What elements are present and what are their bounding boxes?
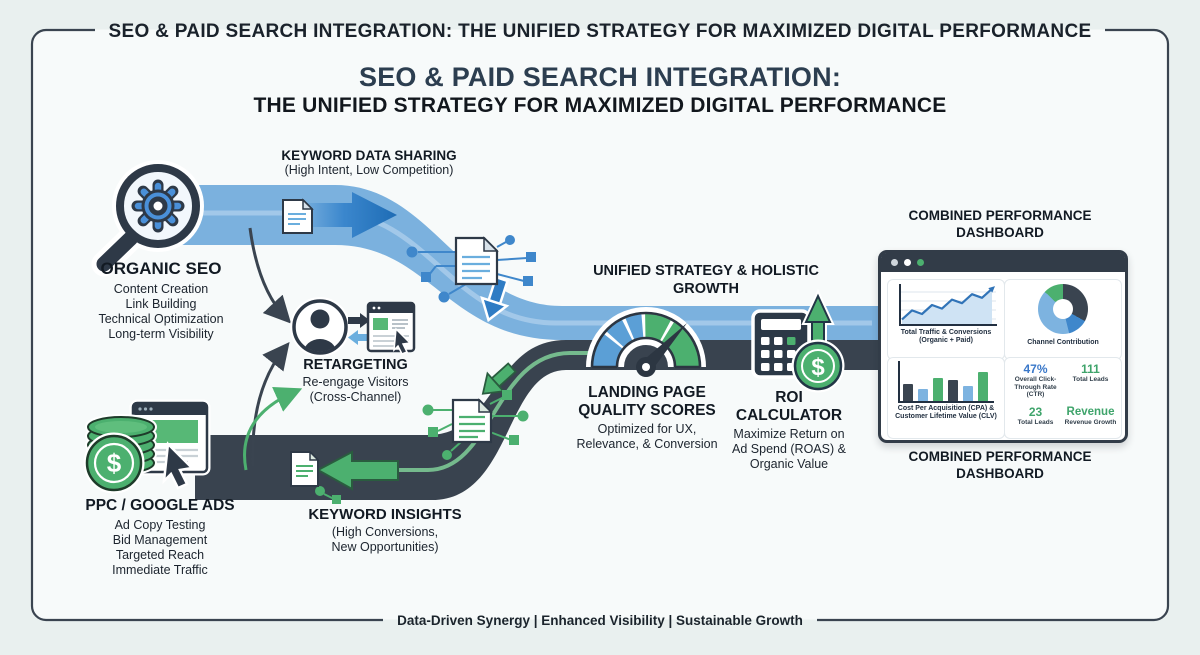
document-icon [451,398,493,444]
kpi-stat: 47% Overall Click-Through Rate (CTR) [1014,362,1057,399]
window-dot [904,259,911,266]
node-roi: ROI CALCULATOR Maximize Return on Ad Spe… [732,389,846,471]
footer-tagline: Data-Driven Synergy | Enhanced Visibilit… [397,613,803,628]
cpa-bar-card: Cost Per Acquisition (CPA) & Customer Li… [887,357,1005,439]
bar [903,384,913,401]
chart-caption: Total Traffic & Conversions (Organic + P… [900,329,992,344]
cursor-icon [162,441,195,490]
footer-mask [383,609,817,620]
node-organic-seo: ORGANIC SEO Content Creation Link Buildi… [98,259,224,341]
green-left-arrow [315,450,399,491]
kpi-stats-card: 47% Overall Click-Through Rate (CTR) 111… [1004,357,1122,439]
node-landing-page: LANDING PAGE QUALITY SCORES Optimized fo… [576,384,718,451]
blue-circuit-nodes [406,235,536,303]
gauge-icon [586,307,706,377]
node-ppc: PPC / GOOGLE ADS Ad Copy Testing Bid Man… [85,497,235,577]
bar [948,380,958,401]
kpi-stat: 111 Total Leads [1072,362,1109,384]
dashboard-label-top: COMBINED PERFORMANCE DASHBOARD [908,208,1092,240]
window-dot [891,259,898,266]
svg-text:$: $ [811,354,825,381]
node-unified-strategy: UNIFIED STRATEGY & HOLISTIC GROWTH [593,263,819,297]
traffic-chart-card: Total Traffic & Conversions (Organic + P… [887,279,1005,360]
node-keyword-data-sharing: KEYWORD DATA SHARING (High Intent, Low C… [281,148,457,177]
dashboard-label-bottom: COMBINED PERFORMANCE DASHBOARD [908,449,1092,481]
connector-seo-to-retargeting [248,227,292,324]
green-down-arrow [481,362,517,395]
dollar-coin-icon: $ [791,339,845,393]
chart-caption: Cost Per Acquisition (CPA) & Customer Li… [895,405,997,420]
bar [933,377,943,401]
window-dot [917,259,924,266]
svg-text:$: $ [107,448,122,478]
outer-title: SEO & PAID SEARCH INTEGRATION: THE UNIFI… [108,21,1092,42]
connector-ppc-to-retargeting [251,341,290,467]
retargeting-browser-icon [366,301,416,355]
node-retargeting: RETARGETING Re-engage Visitors (Cross-Ch… [302,357,409,404]
blue-right-arrow [300,192,397,238]
roi-calculator-icon: $ [751,288,845,393]
connector-green-loop [243,387,303,471]
magnifier-gear-icon [91,160,204,277]
document-icon [290,450,320,487]
traffic-line-chart [899,284,997,326]
footer-mask [383,619,817,634]
document-icon [282,198,314,234]
channel-donut-card: Channel Contribution [1004,279,1122,360]
kpi-stats-grid: 47% Overall Click-Through Rate (CTR) 111… [1009,361,1117,431]
bar [918,389,928,401]
main-title-line2: THE UNIFIED STRATEGY FOR MAXIMIZED DIGIT… [253,94,947,117]
coin-stack-icon: $ [83,414,157,494]
kpi-stat: Revenue Revenue Growth [1064,405,1117,426]
green-swoosh [340,351,600,472]
retargeting-person-icon [290,297,350,357]
blue-down-arrow [480,275,510,323]
green-circuit-nodes [315,390,529,504]
document-icon [454,236,499,286]
node-keyword-insights: KEYWORD INSIGHTS (High Conversions, New … [308,506,462,554]
dashboard-window: Total Traffic & Conversions (Organic + P… [878,250,1128,443]
exchange-arrows [348,313,370,345]
title-mask [95,21,1105,30]
bar-chart [898,361,994,403]
title-mask [95,29,1105,45]
kpi-stat: 23 Total Leads [1017,404,1054,426]
ppc-icon: $ [83,399,211,494]
chart-caption: Channel Contribution [1027,339,1099,346]
donut-chart [1038,284,1088,334]
dashboard-titlebar [881,253,1125,272]
cursor-icon [393,327,412,355]
bar [978,372,988,401]
bar [963,385,973,401]
main-title-line1: SEO & PAID SEARCH INTEGRATION: [358,62,842,92]
